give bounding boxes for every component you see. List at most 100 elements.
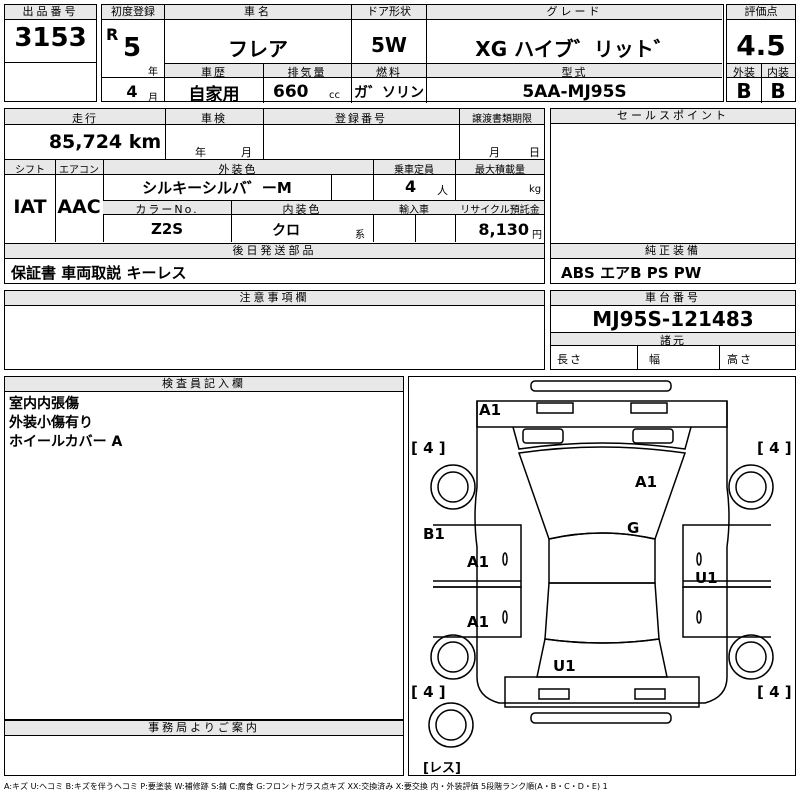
inspection-year-unit: 年	[195, 146, 208, 159]
wheel-front-right	[728, 464, 774, 510]
office-label: 事務局よりご案内	[5, 720, 403, 736]
notes-box: 注意事項欄	[4, 290, 545, 370]
transfer-day-unit: 日	[529, 146, 542, 159]
hood-vent-left	[522, 428, 564, 444]
month-unit: 月	[148, 93, 160, 104]
inspector-notes: 室内内張傷 外装小傷有り ホイールカバー A	[9, 395, 122, 452]
rear-bumper	[530, 712, 672, 724]
left-headlight	[536, 402, 574, 414]
front-panel	[476, 400, 728, 428]
front-bumper	[530, 380, 672, 392]
capacity-label: 乗車定員	[394, 165, 434, 176]
car-diagram	[428, 380, 774, 748]
rear-panel	[504, 676, 700, 708]
year-unit: 年	[148, 67, 160, 78]
capacity-unit: 人	[437, 184, 450, 197]
first-registration-label: 初度登録	[102, 5, 164, 20]
exterior-grade: B	[736, 79, 752, 103]
hood	[512, 426, 692, 450]
damage-diagram-box: A1 A1 G B1 A1 A1 U1 U1 [ 4 ] [ 4 ] [ 4 ]…	[408, 376, 796, 776]
chassis-box: 車台番号 MJ95S-121483 諸元 長さ 幅 高さ	[550, 290, 796, 370]
sales-point-box: セールスポイント	[550, 108, 796, 244]
car-info-box: 車名 フレア ドア形状 5W グレード XG ハイブ゛リット゛ 車歴 排気量 燃…	[165, 4, 724, 105]
mark-right-doors: U1	[695, 569, 718, 587]
inspection-label: 車検	[201, 112, 227, 125]
length-label: 長さ	[557, 353, 583, 366]
wheel-rear-right-hub	[735, 641, 767, 673]
chassis-number: MJ95S-121483	[592, 307, 754, 331]
inspector-box: 検査員記入欄 室内内張傷 外装小傷有り ホイールカバー A	[4, 376, 404, 720]
model: 5AA-MJ95S	[522, 82, 627, 102]
tire-depth-front-right: [ 4 ]	[757, 439, 792, 457]
notes-label: 注意事項欄	[5, 291, 544, 306]
mark-left-rear-door: A1	[467, 613, 490, 631]
recycle-unit: 円	[532, 230, 542, 241]
mileage-row: 走行 車検 登録番号 譲渡書類期限 85,724 km 年 月 月 日	[4, 108, 545, 160]
lot-number-label: 出品番号	[5, 5, 96, 20]
inspector-label: 検査員記入欄	[5, 377, 403, 392]
wheel-front-left	[430, 464, 476, 510]
mark-hood: A1	[635, 473, 658, 491]
max-load-label: 最大積載量	[475, 165, 525, 176]
import-label: 輸入車	[399, 205, 429, 216]
interior-label: 内装	[767, 66, 789, 79]
spare-tire	[428, 702, 474, 748]
wheel-rear-left	[430, 634, 476, 680]
shift: IAT	[13, 196, 47, 218]
transfer-deadline-label: 譲渡書類期限	[472, 114, 532, 125]
sales-point-label: セールスポイント	[551, 109, 795, 124]
right-rear-door	[682, 586, 771, 638]
tire-depth-rear-right: [ 4 ]	[757, 683, 792, 701]
door-handle	[502, 552, 508, 566]
later-parts: 保証書 車両取説 キーレス	[11, 264, 187, 282]
later-parts-label: 後日発送部品	[5, 244, 544, 259]
grade: XG ハイブ゛リット゛	[475, 37, 674, 61]
door-type: 5W	[371, 33, 407, 57]
spare-tire-hub	[435, 709, 467, 741]
model-label: 型式	[561, 66, 588, 79]
rear-hatch	[536, 638, 668, 678]
width-label: 幅	[649, 353, 662, 366]
tire-depth-rear-left: [ 4 ]	[411, 683, 446, 701]
door-label: ドア形状	[352, 5, 426, 20]
body-outline	[474, 401, 730, 704]
displacement: 660	[273, 82, 309, 102]
exterior-color-label: 外装色	[218, 163, 258, 176]
right-headlight	[630, 402, 668, 414]
equipment: ABS エアB PS PW	[561, 264, 702, 282]
score-box: 評価点 4.5 外装 内装 B B	[726, 4, 796, 103]
wheel-rear-right	[728, 634, 774, 680]
mileage: 85,724 km	[48, 131, 162, 153]
registration-label: 登録番号	[335, 112, 387, 125]
office-box: 事務局よりご案内	[4, 720, 404, 776]
inspector-note: ホイールカバー A	[9, 434, 123, 450]
inspector-note: 室内内張傷	[9, 396, 79, 412]
lot-number-box: 出品番号 3153	[4, 4, 97, 102]
mileage-label: 走行	[72, 112, 98, 125]
overall-score: 4.5	[736, 29, 786, 62]
era: R	[106, 25, 119, 44]
shift-label: シフト	[15, 165, 45, 176]
transfer-month-unit: 月	[489, 146, 502, 159]
mark-left-fender: B1	[423, 525, 445, 543]
spec-row: シフト エアコン 外装色 乗車定員 最大積載量 IAT AAC シルキーシルバ゛…	[4, 160, 545, 244]
tire-depth-front-left: [ 4 ]	[411, 439, 446, 457]
mark-rear: U1	[553, 657, 576, 675]
mark-left-front-door: A1	[467, 553, 490, 571]
later-parts-box: 後日発送部品 保証書 車両取説 キーレス	[4, 244, 545, 284]
fuel-label: 燃料	[376, 66, 402, 79]
first-registration-box: 初度登録 R 5 年 4 月	[101, 4, 165, 104]
door-handle	[502, 610, 508, 624]
legend: A:キズ U:ヘコミ B:キズを伴うヘコミ P:要塗装 W:補修跡 S:錆 C:…	[4, 782, 608, 791]
rear-lamp-right	[634, 688, 666, 700]
dims-label: 諸元	[660, 334, 686, 347]
spare-tire-status: [レス]	[423, 761, 461, 776]
max-load-unit: kg	[529, 184, 542, 195]
wheel-front-right-hub	[735, 471, 767, 503]
mark-windshield: G	[627, 519, 640, 537]
left-rear-door	[433, 586, 522, 638]
fuel: ガ゛ソリン	[354, 85, 424, 101]
grade-label: グレード	[427, 5, 722, 20]
wheel-rear-left-hub	[437, 641, 469, 673]
